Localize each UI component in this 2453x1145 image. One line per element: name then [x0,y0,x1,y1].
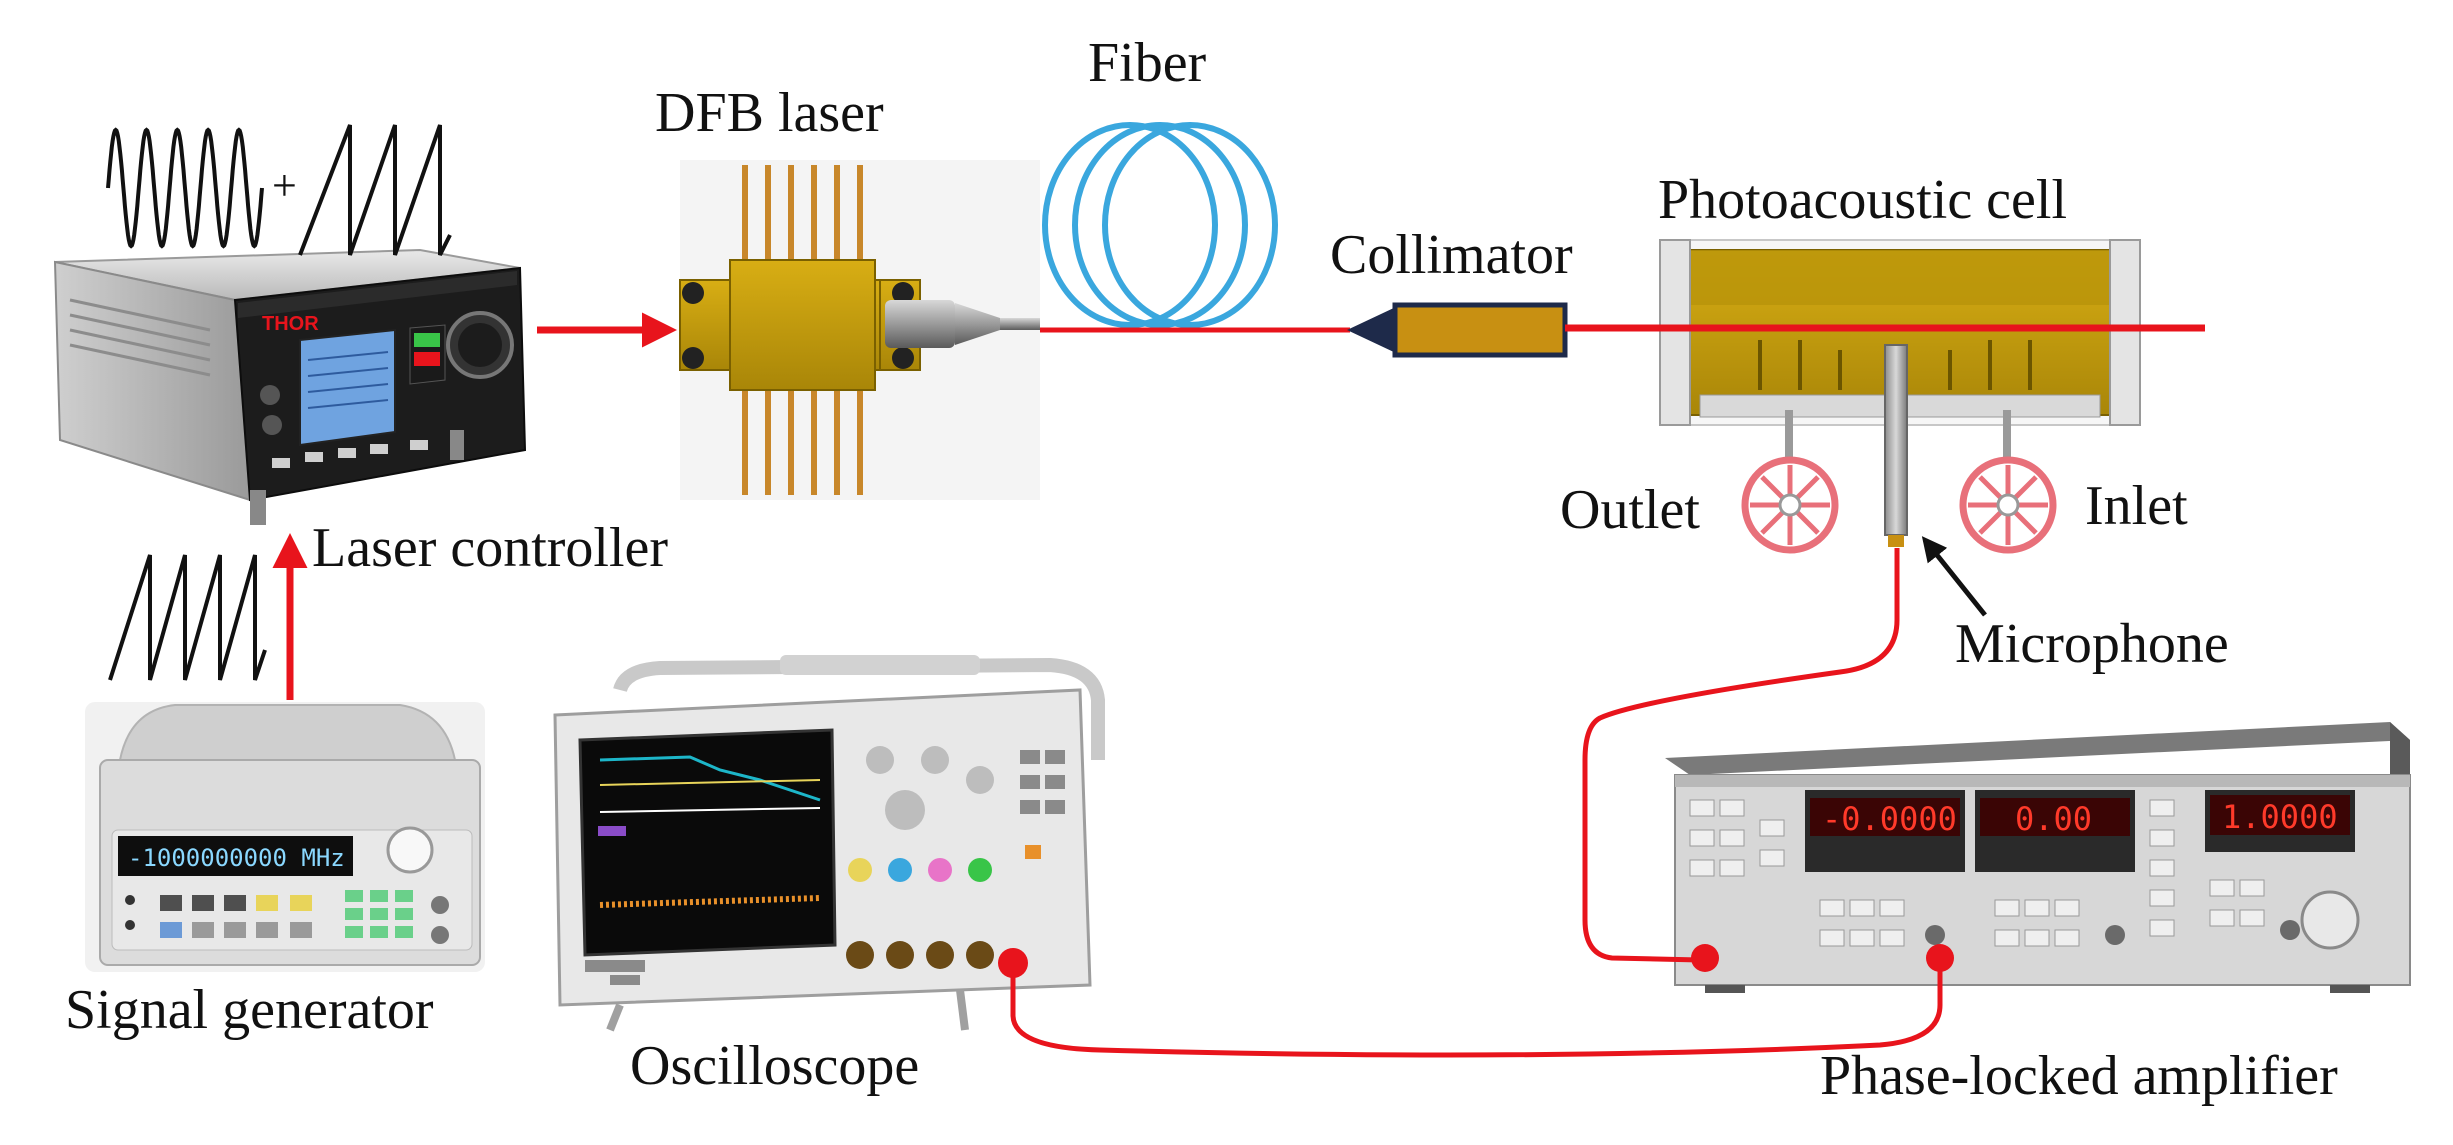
sawtooth-waveform-top [300,125,450,255]
inlet-label: Inlet [2085,478,2188,534]
fiber-coil [1045,125,1275,325]
collimator-label: Collimator [1330,227,1573,283]
outlet-label: Outlet [1560,482,1700,538]
inlet-valve [1963,460,2053,550]
sine-waveform [108,130,262,246]
photoacoustic-cell-label: Photoacoustic cell [1658,172,2067,228]
oscilloscope-input-jack [998,948,1028,978]
outlet-valve [1745,460,1835,550]
collimator-device [1347,305,1565,355]
microphone-device [1885,345,1907,547]
sawtooth-waveform-left [110,555,265,680]
phase-locked-amplifier-device: -0.0000 0.00 1.0000 [1665,722,2410,993]
laser-controller-label: Laser controller [312,520,668,576]
amplifier-output-jack [1926,944,1954,972]
amplifier-display-1-text: -0.0000 [1822,800,1957,838]
amplifier-input-jack [1691,944,1719,972]
amplifier-display-2-text: 0.00 [2015,800,2092,838]
laser-controller-device: THOR [55,250,525,525]
signal-generator-label: Signal generator [65,982,434,1038]
controller-brand-text: THOR [262,313,319,335]
phase-locked-amplifier-label: Phase-locked amplifier [1820,1048,2338,1104]
dfb-laser-label: DFB laser [655,85,884,141]
signal-generator-device: -1000000000 MHz [85,702,485,972]
oscilloscope-label: Oscilloscope [630,1038,919,1094]
microphone-label: Microphone [1955,616,2229,672]
signal-generator-display-text: -1000000000 MHz [128,844,345,872]
plus-symbol: + [272,161,297,210]
microphone-pointer-arrow [1925,540,1985,615]
dfb-laser-device [680,160,1040,500]
fiber-label: Fiber [1088,35,1206,91]
amplifier-display-3-text: 1.0000 [2222,798,2338,836]
